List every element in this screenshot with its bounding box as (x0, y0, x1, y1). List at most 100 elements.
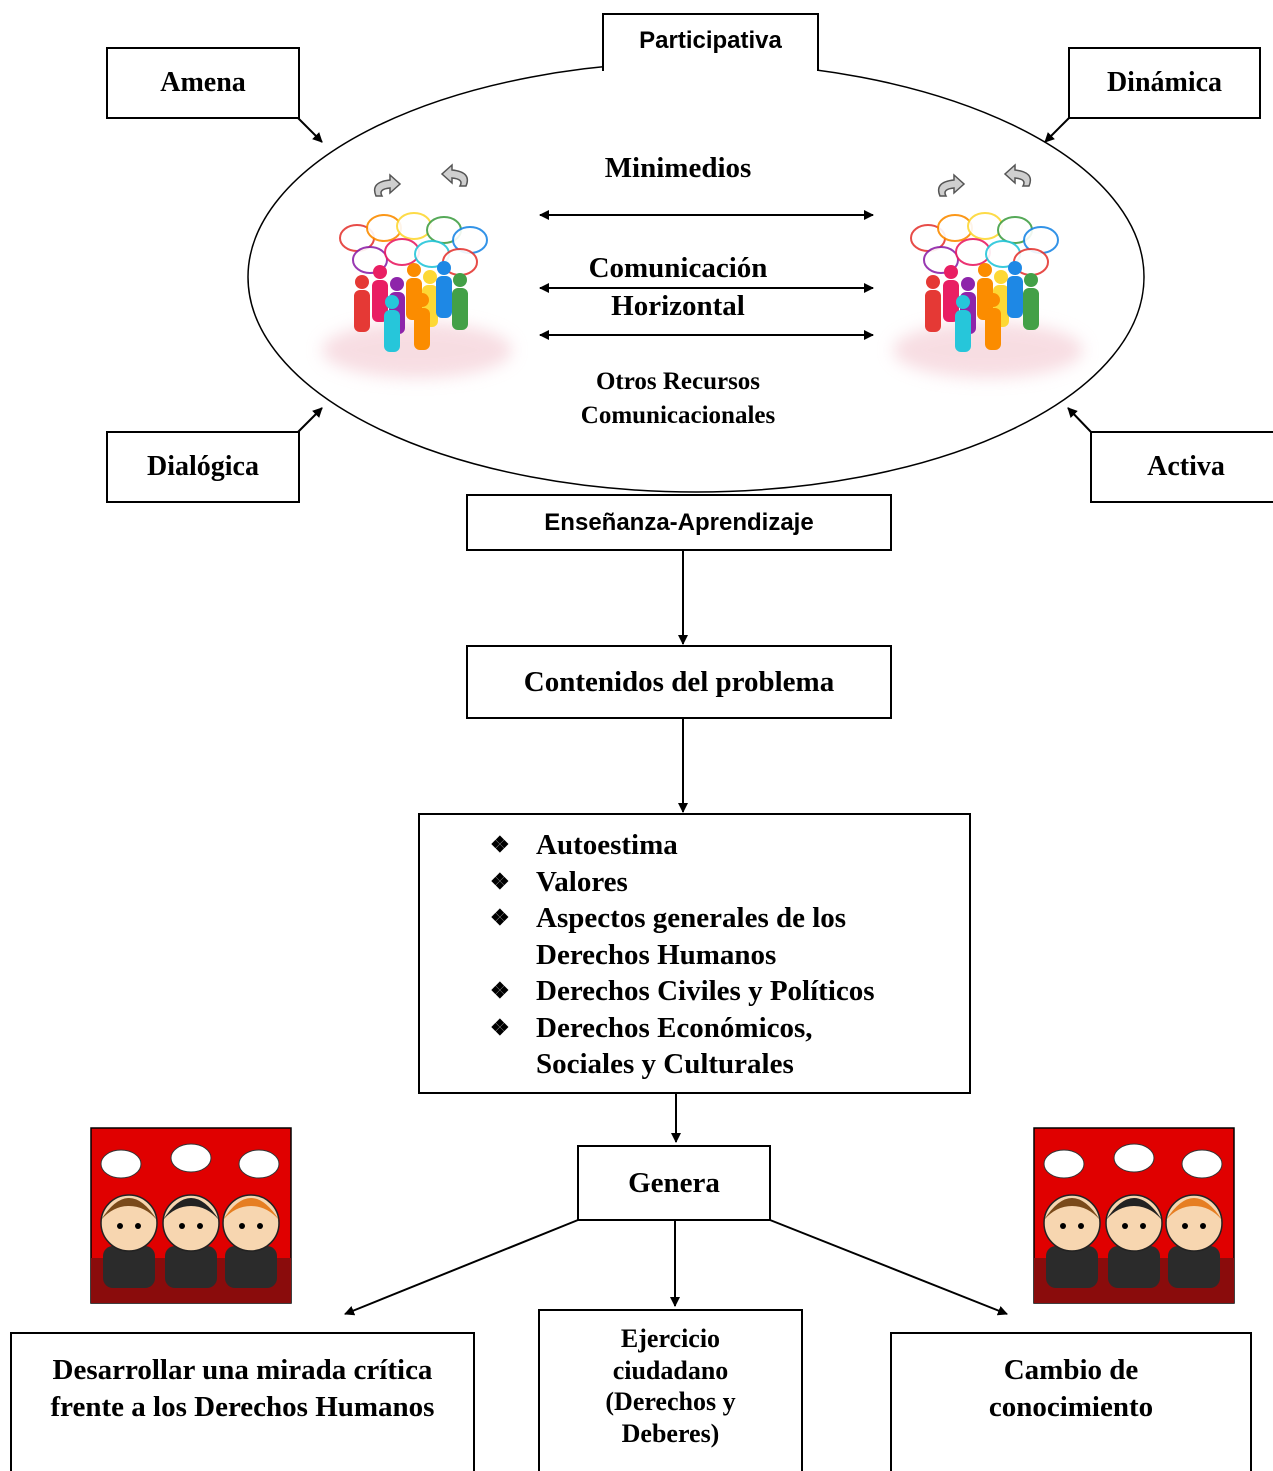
kid-body (165, 1246, 217, 1288)
kid-body (1046, 1246, 1098, 1288)
outcome-right-box: Cambio de conocimiento (890, 1332, 1252, 1471)
kid-body (103, 1246, 155, 1288)
activa-label: Activa (1147, 451, 1225, 482)
person-body (925, 290, 941, 332)
kid-eye (197, 1223, 203, 1229)
kid-eye (1060, 1223, 1066, 1229)
contents-list: Autoestima Valores Aspectos generales de… (490, 827, 930, 1083)
kid-hair (163, 1198, 219, 1220)
speech-bubble (384, 238, 420, 266)
person-head (994, 270, 1008, 284)
kid-eye (1122, 1223, 1128, 1229)
contents-list-box: Autoestima Valores Aspectos generales de… (418, 813, 971, 1094)
arrow-to-right-outcome (769, 1219, 1008, 1316)
arrow-to-left-outcome (344, 1219, 579, 1316)
kid-body (225, 1246, 277, 1288)
amena-label: Amena (160, 67, 246, 98)
person-body (354, 290, 370, 332)
speech-bubble (937, 214, 973, 242)
kids-thinking-right-image (1033, 1127, 1235, 1304)
person-body (414, 308, 430, 350)
person-head (437, 261, 451, 275)
person-head (453, 273, 467, 287)
kid-eye (1078, 1223, 1084, 1229)
participativa-label: Participativa (639, 27, 782, 54)
thought-bubble-icon (100, 1149, 142, 1179)
arrow-activa (1067, 407, 1092, 433)
kid-eye (179, 1223, 185, 1229)
kid-eye (239, 1223, 245, 1229)
person-head (944, 265, 958, 279)
arrow-dinamica (1044, 117, 1070, 143)
horizontal-label: Horizontal (611, 290, 745, 322)
outcome-right-label: Cambio de conocimiento (988, 1354, 1154, 1423)
ensenanza-aprendizaje-box: Enseñanza-Aprendizaje (466, 494, 892, 551)
person-head (373, 265, 387, 279)
dinamica-label: Dinámica (1106, 67, 1223, 98)
person-head (355, 275, 369, 289)
dialogica-label: Dialógica (147, 451, 259, 482)
person-body (436, 276, 452, 318)
person-body (452, 288, 468, 330)
kid-body (1168, 1246, 1220, 1288)
list-item-aspectos-generales: Aspectos generales de los Derechos Human… (490, 900, 930, 973)
speech-bubble (955, 238, 991, 266)
kid-body (1108, 1246, 1160, 1288)
person-head (1024, 273, 1038, 287)
list-item-derechos-economicos: Derechos Económicos, Sociales y Cultural… (490, 1010, 866, 1083)
people-shadow (893, 322, 1083, 378)
person-head (415, 293, 429, 307)
thought-bubble-icon (238, 1149, 280, 1179)
people-group-right-icon (893, 212, 1083, 378)
list-item-derechos-civiles: Derechos Civiles y Políticos (490, 973, 930, 1010)
speech-bubble (967, 212, 1003, 240)
contenidos-label: Contenidos del problema (523, 665, 835, 698)
person-body (1007, 276, 1023, 318)
kid-hair (1044, 1198, 1100, 1220)
person-body (372, 280, 388, 322)
comunicacion-label: Comunicación (588, 252, 768, 284)
person-body (955, 310, 971, 352)
speech-bubble (396, 212, 432, 240)
dialogica-box: Dialógica (106, 431, 300, 503)
people-shadow (322, 322, 512, 378)
kid-eye (117, 1223, 123, 1229)
person-body (985, 308, 1001, 350)
genera-label: Genera (628, 1166, 720, 1199)
contenidos-box: Contenidos del problema (466, 645, 892, 719)
outcome-center-label: Ejercicio ciudadano (Derechos y Deberes) (605, 1324, 736, 1448)
participativa-box: Participativa (602, 13, 819, 71)
person-body (384, 310, 400, 352)
person-head (978, 263, 992, 277)
person-head (385, 295, 399, 309)
thought-bubble-icon (1181, 1149, 1223, 1179)
person-head (986, 293, 1000, 307)
thought-bubble-icon (170, 1143, 212, 1173)
person-body (1023, 288, 1039, 330)
genera-box: Genera (577, 1145, 771, 1221)
otros-recursos-label: Otros Recursos (595, 368, 761, 395)
person-head (423, 270, 437, 284)
person-head (961, 277, 975, 291)
dinamica-box: Dinámica (1068, 47, 1261, 119)
list-item-valores: Valores (490, 864, 930, 901)
rotate-arrows-icon-left (373, 163, 469, 197)
arrow-amena (297, 117, 323, 143)
kid-hair (1166, 1198, 1222, 1220)
kid-hair (1106, 1198, 1162, 1220)
kid-hair (101, 1198, 157, 1220)
thought-bubble-icon (1113, 1143, 1155, 1173)
kid-eye (135, 1223, 141, 1229)
kid-eye (1140, 1223, 1146, 1229)
outcome-center-box: Ejercicio ciudadano (Derechos y Deberes) (538, 1309, 803, 1471)
kid-eye (257, 1223, 263, 1229)
arrow-dialogica (297, 407, 323, 433)
people-group-left-icon (322, 212, 512, 378)
person-head (407, 263, 421, 277)
person-head (926, 275, 940, 289)
person-head (390, 277, 404, 291)
person-head (1008, 261, 1022, 275)
list-item-autoestima: Autoestima (490, 827, 930, 864)
